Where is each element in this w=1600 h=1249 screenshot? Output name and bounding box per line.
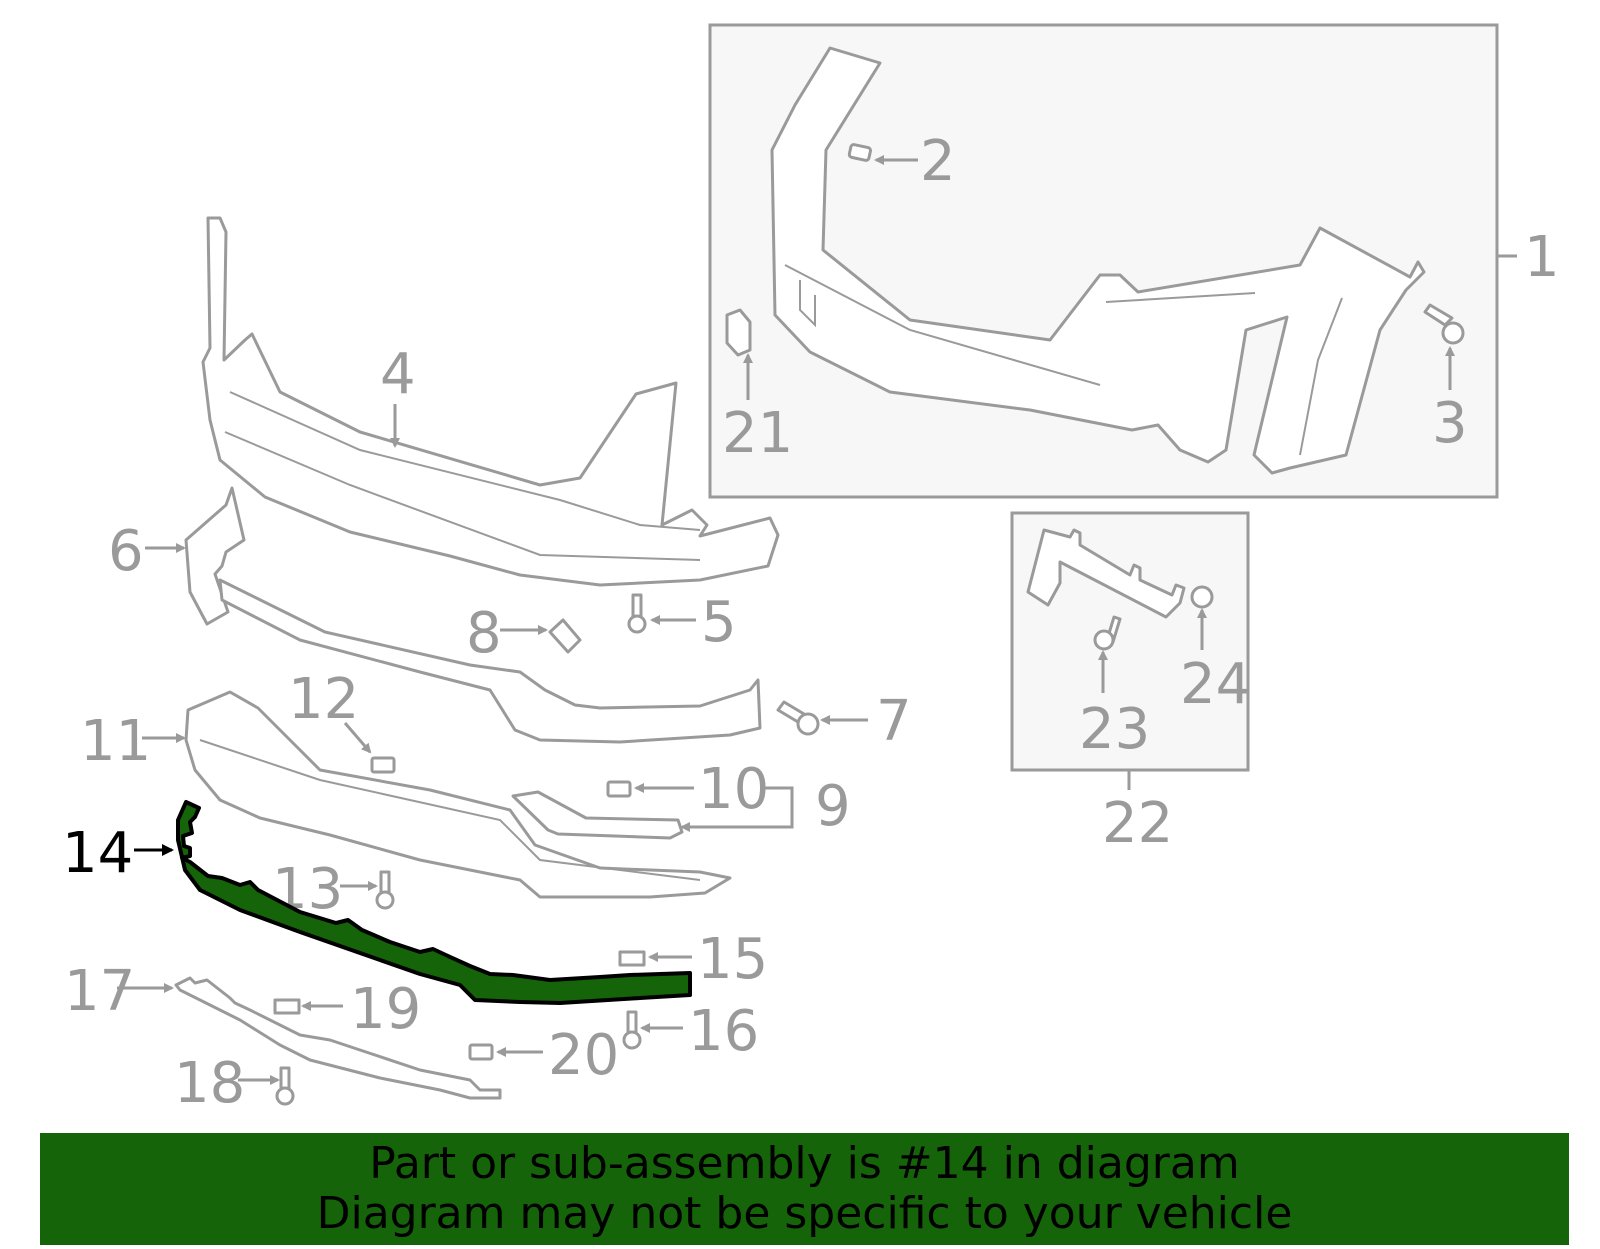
part-11-deflector[interactable]	[142, 690, 732, 899]
part-7-screw[interactable]	[776, 700, 868, 736]
part-24-nut[interactable]	[1190, 585, 1214, 650]
part-12-clip[interactable]	[343, 722, 396, 774]
banner-line-2: Diagram may not be specific to your vehi…	[316, 1188, 1293, 1239]
callout-18: 18	[174, 1051, 245, 1116]
part-10-clip[interactable]	[606, 780, 694, 798]
part-6-bracket[interactable]	[145, 486, 246, 626]
callout-15: 15	[697, 927, 768, 992]
callout-16: 16	[688, 999, 759, 1064]
part-2-clip[interactable]	[847, 143, 918, 165]
callout-6: 6	[108, 519, 144, 584]
part-5-screw[interactable]	[627, 593, 696, 634]
callout-1: 1	[1524, 225, 1560, 290]
part-14-lower-spoiler[interactable]	[134, 800, 692, 1005]
part-22-bracket[interactable]	[1026, 528, 1186, 619]
callout-23: 23	[1079, 697, 1150, 762]
callout-8: 8	[466, 601, 502, 666]
part-1-bumper-cover[interactable]	[770, 46, 1426, 475]
callout-9: 9	[815, 774, 851, 839]
part-3-screw[interactable]	[1423, 303, 1465, 390]
part-17-lower-trim[interactable]	[117, 976, 502, 1100]
banner-line-1: Part or sub-assembly is #14 in diagram	[369, 1138, 1240, 1189]
callout-22: 22	[1102, 791, 1173, 856]
part-8-clip[interactable]	[500, 618, 582, 654]
lower-grille-strip	[218, 578, 762, 744]
callout-19: 19	[350, 977, 421, 1042]
part-15-nut[interactable]	[618, 950, 692, 967]
callout-7: 7	[876, 689, 912, 754]
callout-10: 10	[698, 757, 769, 822]
part-9-molding[interactable]	[511, 786, 794, 840]
part-4-upper-fascia[interactable]	[201, 216, 780, 587]
part-19-nut[interactable]	[273, 998, 343, 1015]
callout-5: 5	[701, 590, 737, 655]
part-info-banner: Part or sub-assembly is #14 in diagram D…	[40, 1133, 1569, 1245]
callout-17: 17	[64, 959, 135, 1024]
part-13-screw[interactable]	[340, 870, 395, 910]
callout-2: 2	[920, 129, 956, 194]
callout-12: 12	[288, 667, 359, 732]
part-16-screw[interactable]	[622, 1010, 683, 1050]
callout-21: 21	[722, 401, 793, 466]
callout-20: 20	[548, 1023, 619, 1088]
callout-11: 11	[80, 709, 151, 774]
callout-24: 24	[1180, 652, 1251, 717]
callout-14: 14	[62, 821, 133, 886]
part-23-screw[interactable]	[1093, 615, 1122, 693]
callout-4: 4	[380, 342, 416, 407]
callout-3: 3	[1432, 391, 1468, 456]
part-18-screw[interactable]	[238, 1066, 295, 1106]
part-20-clip[interactable]	[468, 1043, 543, 1061]
part-21-bracket[interactable]	[725, 308, 753, 400]
